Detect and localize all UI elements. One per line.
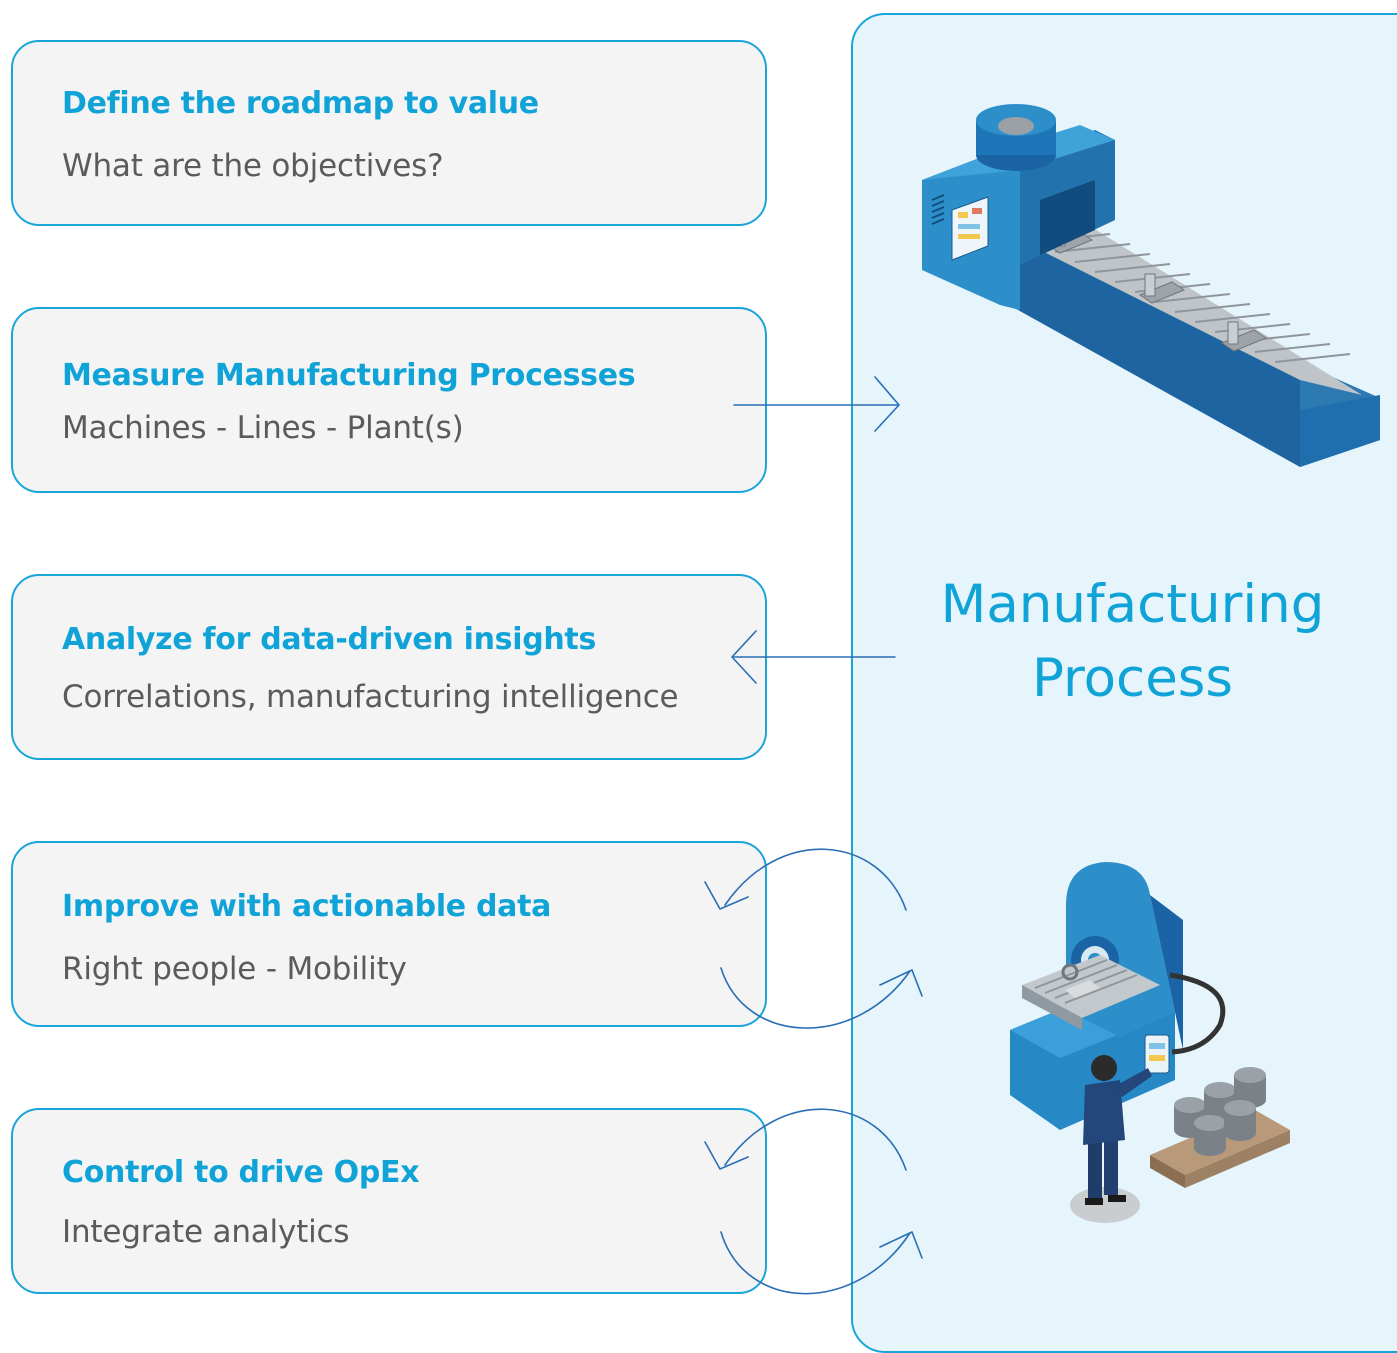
- step-improve-title: Improve with actionable data: [62, 889, 552, 924]
- step-analyze-title: Analyze for data-driven insights: [62, 622, 597, 657]
- step-improve-box: Improve with actionable data Right peopl…: [11, 841, 767, 1027]
- step-analyze-description: Correlations, manufacturing intelligence: [62, 679, 679, 715]
- step-improve-description: Right people - Mobility: [62, 951, 407, 987]
- step-control-box: Control to drive OpEx Integrate analytic…: [11, 1108, 767, 1294]
- step-control-description: Integrate analytics: [62, 1214, 350, 1250]
- arrow-left-icon: [731, 630, 896, 684]
- step-define-box: Define the roadmap to value What are the…: [11, 40, 767, 226]
- arrow-right-icon: [733, 376, 900, 432]
- step-control-title: Control to drive OpEx: [62, 1155, 420, 1190]
- panel-title-line1: Manufacturing: [940, 574, 1325, 635]
- panel-title-line2: Process: [1031, 648, 1234, 710]
- step-define-title: Define the roadmap to value: [62, 86, 539, 121]
- step-analyze-box: Analyze for data-driven insights Correla…: [11, 574, 767, 760]
- panel-title: Manufacturing Process: [895, 568, 1370, 716]
- step-define-description: What are the objectives?: [62, 148, 444, 184]
- cycle-arrows-improve-icon: [704, 848, 923, 1029]
- cycle-arrows-control-icon: [704, 1108, 923, 1295]
- step-measure-box: Measure Manufacturing Processes Machines…: [11, 307, 767, 493]
- step-measure-title: Measure Manufacturing Processes: [62, 358, 636, 393]
- step-measure-description: Machines - Lines - Plant(s): [62, 410, 464, 446]
